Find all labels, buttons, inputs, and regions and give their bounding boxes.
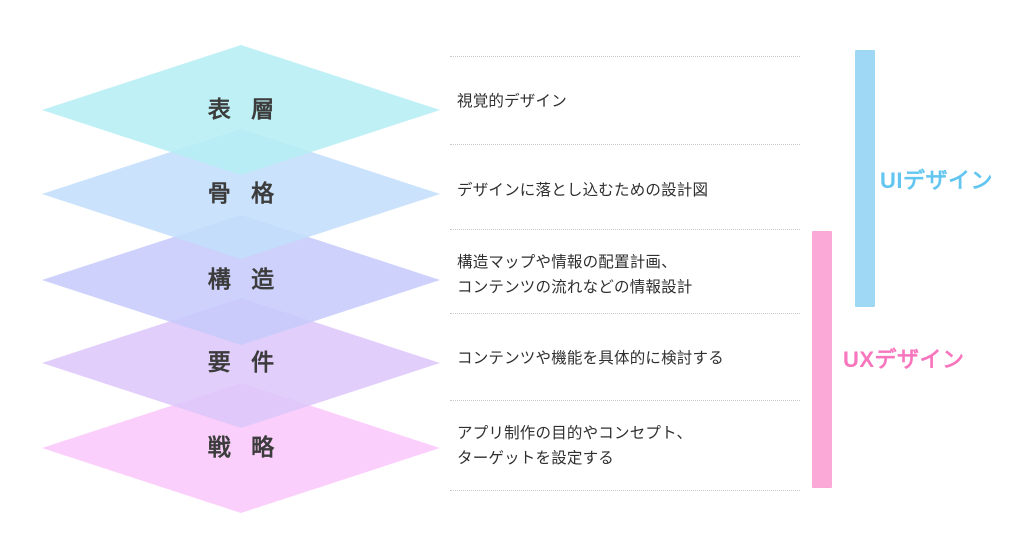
description-requirements: コンテンツや機能を具体的に検討する [457, 346, 802, 371]
separator-rule-1 [450, 56, 800, 57]
description-strategy-line-2: ターゲットを設定する [457, 450, 615, 468]
layer-label-requirements: 要 件 [207, 348, 282, 375]
description-structure: 構造マップや情報の配置計画、 コンテンツの流れなどの情報設計 [457, 250, 802, 300]
separator-rule-6 [450, 490, 800, 491]
scope-label-ui: UIデザイン [880, 168, 994, 193]
description-surface-line-1: 視覚的デザイン [457, 93, 567, 110]
layer-label-strategy: 戦 略 [207, 433, 282, 460]
layer-label-skeleton: 骨 格 [207, 179, 282, 206]
layer-stack: 戦 略 要 件 構 造 骨 格 表 層 [0, 0, 460, 539]
description-column: 視覚的デザイン デザインに落とし込むための設計図 構造マップや情報の配置計画、 … [450, 0, 810, 539]
scope-bar-ui [855, 50, 875, 307]
description-skeleton-line-1: デザインに落とし込むための設計図 [457, 182, 709, 199]
description-strategy-line-1: アプリ制作の目的やコンセプト、 [457, 425, 693, 442]
description-skeleton: デザインに落とし込むための設計図 [457, 178, 802, 203]
description-requirements-line-1: コンテンツや機能を具体的に検討する [457, 350, 724, 367]
scope-label-ux: UXデザイン [843, 347, 965, 372]
description-structure-line-1: 構造マップや情報の配置計画、 [457, 254, 677, 271]
separator-rule-4 [450, 313, 800, 314]
layer-label-structure: 構 造 [207, 265, 282, 292]
layer-label-surface: 表 層 [207, 95, 282, 122]
diagram-layer-surface[interactable]: 表 層 [42, 45, 440, 175]
separator-rule-5 [450, 400, 800, 401]
separator-rule-3 [450, 229, 800, 230]
description-surface: 視覚的デザイン [457, 89, 802, 114]
description-structure-line-2: コンテンツの流れなどの情報設計 [457, 279, 693, 297]
scope-bar-ux [812, 231, 832, 488]
description-strategy: アプリ制作の目的やコンセプト、 ターゲットを設定する [457, 421, 802, 471]
separator-rule-2 [450, 144, 800, 145]
diagram-layer-structure[interactable]: 構 造 [42, 215, 440, 345]
